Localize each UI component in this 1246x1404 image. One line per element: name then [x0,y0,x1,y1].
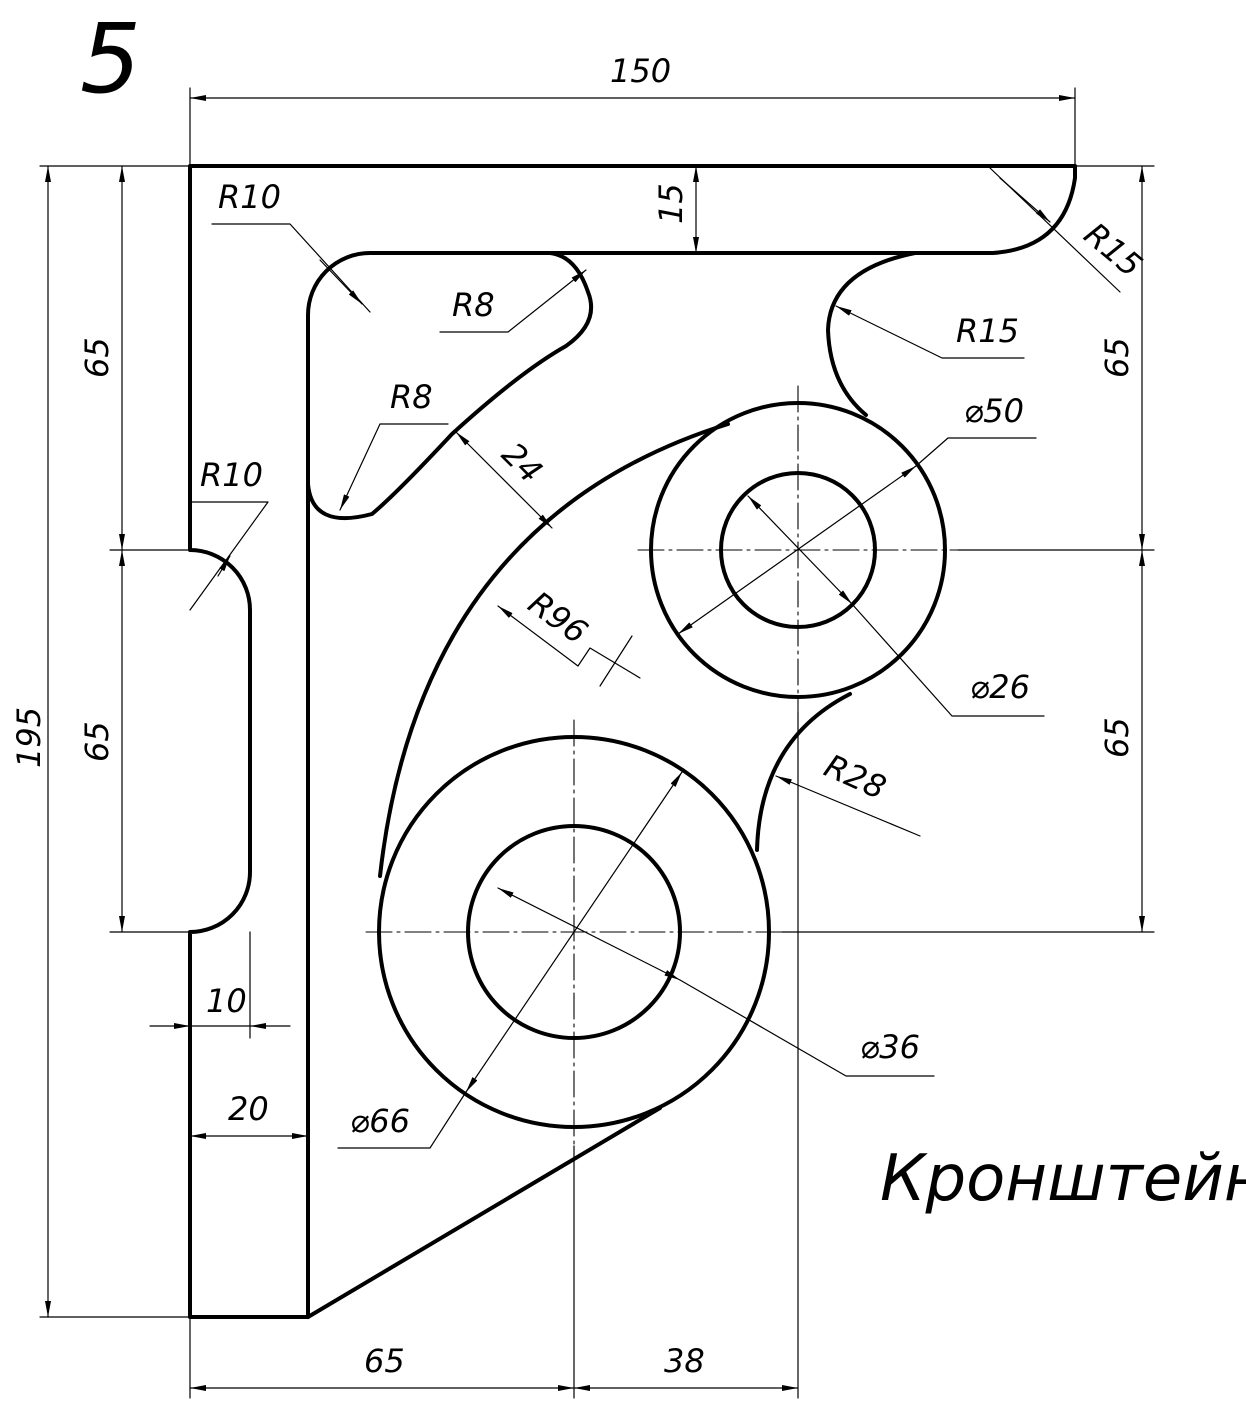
dim-bottom-left: 65 [364,1342,405,1380]
dim-d66: ⌀66 [350,1102,410,1140]
dim-r15-side: R15 [956,312,1019,350]
part-title: Кронштейн [880,1142,1246,1216]
dim-overall-width: 150 [610,52,671,90]
dim-r8-upper: R8 [452,286,495,324]
dim-wall-thickness: 20 [228,1090,269,1128]
sheet-number: 5 [80,3,141,115]
dim-left-upper: 65 [78,337,116,378]
dim-left-middle: 65 [78,721,116,762]
dim-overall-height: 195 [10,707,48,768]
dim-top-flange: 15 [652,183,690,224]
dim-r10-corner: R10 [218,178,281,216]
extension-lines [39,87,1155,1399]
dim-r8-lower: R8 [390,378,433,416]
dim-d50: ⌀50 [964,392,1024,430]
dim-right-lower: 65 [1098,717,1136,758]
dim-d36: ⌀36 [860,1028,920,1066]
dim-slot-depth: 10 [206,982,247,1020]
dim-d26: ⌀26 [970,668,1030,706]
dim-bottom-right: 38 [664,1342,705,1380]
leader-lines [189,167,1121,1149]
dimension-lines [45,95,1145,1391]
dim-right-upper: 65 [1098,337,1136,378]
dim-rib-width: 24 [494,435,550,491]
dim-r15-top: R15 [1077,215,1150,285]
dim-r10-slot: R10 [200,456,263,494]
dim-r96: R96 [521,584,594,652]
